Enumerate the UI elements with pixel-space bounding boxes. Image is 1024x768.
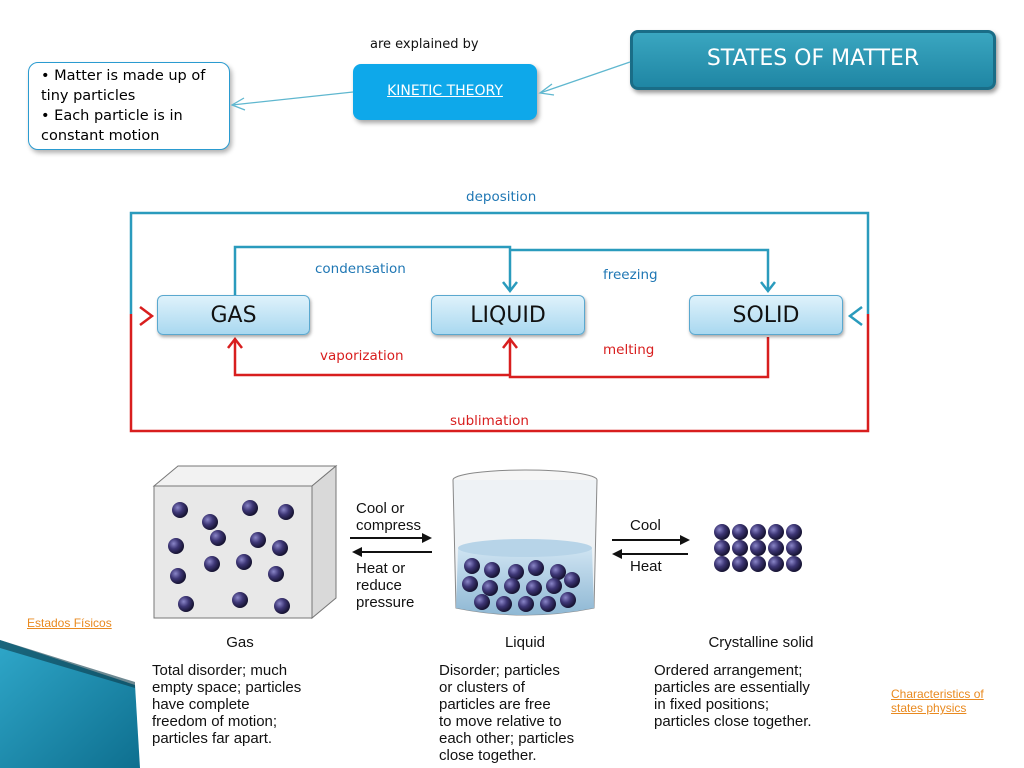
condensation-line <box>233 245 512 295</box>
liquid-to-gas-label: Heat or reduce pressure <box>356 560 415 611</box>
state-liquid: LIQUID <box>431 295 585 335</box>
solid-particles <box>714 524 802 572</box>
kinetic-theory-link[interactable]: KINETIC THEORY <box>353 64 537 120</box>
deposition-line <box>129 211 870 314</box>
label-deposition: deposition <box>466 189 537 205</box>
label-melting: melting <box>603 342 655 358</box>
description-solid: Ordered arrangement; particles are essen… <box>654 662 812 730</box>
vaporization-line <box>233 340 510 377</box>
theory-to-points-arrow <box>231 91 354 106</box>
melting-arrow-head <box>502 336 518 349</box>
label-freezing: freezing <box>603 267 658 283</box>
deposition-arrow-head <box>847 306 863 326</box>
state-gas: GAS <box>157 295 310 335</box>
gas-particles <box>168 500 294 614</box>
state-solid: SOLID <box>689 295 843 335</box>
title-box: STATES OF MATTER <box>630 30 996 90</box>
solid-to-liquid-label: Heat <box>630 558 662 575</box>
melting-line <box>508 337 770 379</box>
characteristics-link[interactable]: Characteristics of states physics <box>891 687 984 715</box>
liquid-beaker <box>452 469 598 616</box>
description-gas: Total disorder; much empty space; partic… <box>152 662 302 747</box>
caption-gas: Gas <box>226 634 254 651</box>
phase-cycle-lines <box>129 211 870 433</box>
gas-to-liquid-label: Cool or compress <box>356 500 422 534</box>
bullet-point: • Each particle is in constant motion <box>41 108 183 144</box>
header-arrows <box>230 61 631 111</box>
states-illustration <box>152 464 802 620</box>
caption-solid: Crystalline solid <box>708 634 814 651</box>
sublimation-line <box>129 314 870 433</box>
vaporization-arrow-head <box>227 336 243 349</box>
liquid-particles <box>462 558 580 612</box>
freezing-line <box>510 248 770 290</box>
label-condensation: condensation <box>315 261 406 277</box>
title-to-theory-arrow <box>539 61 631 94</box>
label-vaporization: vaporization <box>320 348 404 364</box>
freezing-arrow-head <box>760 281 776 294</box>
decorative-corner <box>0 640 140 768</box>
arrow-head <box>230 97 246 111</box>
caption-liquid: Liquid <box>504 634 546 651</box>
arrow-head <box>538 83 555 96</box>
label-sublimation: sublimation <box>450 413 529 429</box>
theory-points-box: • Matter is made up of tiny particles • … <box>28 62 230 150</box>
connector-label: are explained by <box>370 37 479 52</box>
description-liquid: Disorder; particles or clusters of parti… <box>439 662 575 764</box>
sublimation-arrow-head <box>139 306 155 326</box>
page-title: STATES OF MATTER <box>706 46 920 71</box>
condensation-arrow-head <box>502 281 518 294</box>
estados-fisicos-link[interactable]: Estados Físicos <box>27 616 112 630</box>
bullet-point: • Matter is made up of tiny particles <box>41 68 206 104</box>
liquid-to-solid-label: Cool <box>630 517 661 534</box>
